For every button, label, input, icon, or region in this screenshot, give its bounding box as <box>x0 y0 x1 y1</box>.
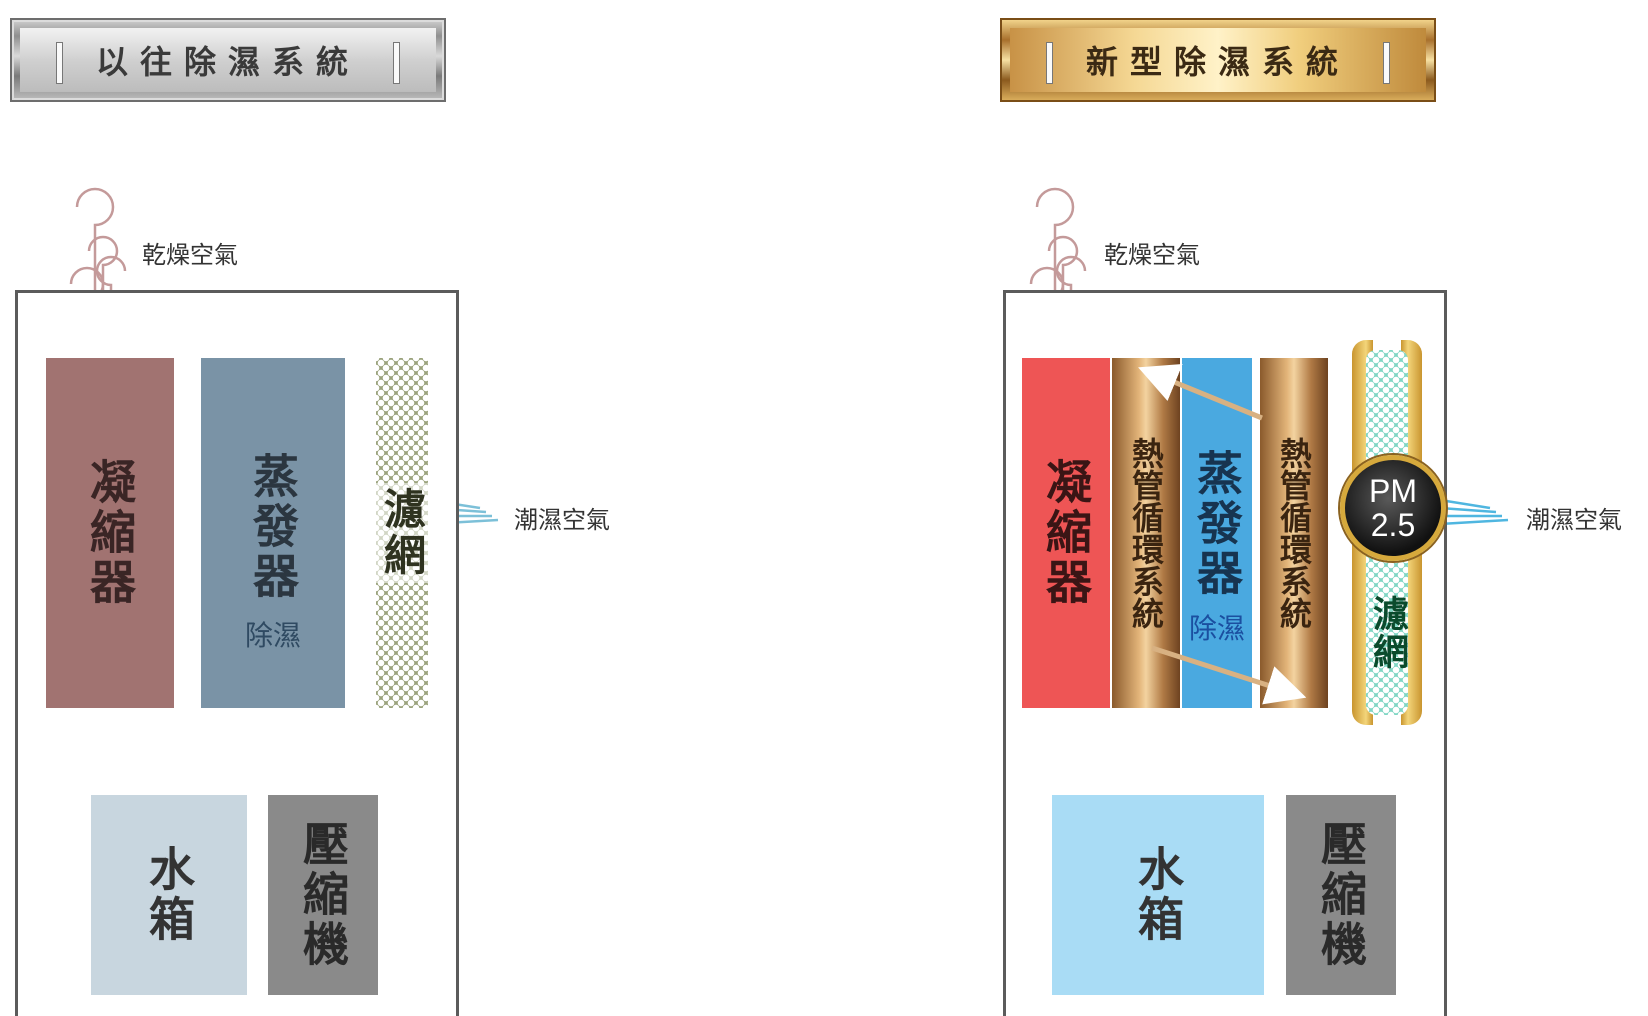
old-filter: 濾網 <box>371 358 433 708</box>
new-heat-pipe-left-label: 熱管循環系統 <box>1127 437 1165 629</box>
old-water-tank-label: 水箱 <box>142 845 196 945</box>
new-heat-pipe-right-label: 熱管循環系統 <box>1275 437 1313 629</box>
old-evaporator-label: 蒸發器 <box>246 452 300 602</box>
old-evaporator-sub-label: 除濕 <box>244 619 301 652</box>
new-evaporator-sub-label: 除濕 <box>1188 612 1245 645</box>
old-water-tank: 水箱 <box>91 795 247 995</box>
new-evaporator: 蒸發器 除濕 <box>1182 358 1252 708</box>
new-heat-flow-arrows <box>1138 363 1307 705</box>
banner-bar-left <box>56 42 63 84</box>
old-humid-air-label: 潮濕空氣 <box>514 506 610 534</box>
new-compressor-label: 壓縮機 <box>1314 820 1368 970</box>
new-condenser: 凝縮器 <box>1022 358 1110 708</box>
new-water-tank-label: 水箱 <box>1131 845 1185 945</box>
pm25-badge: PM 2.5 <box>1340 455 1446 561</box>
heat-flow-arrow-bottom <box>1151 645 1307 705</box>
old-evaporator: 蒸發器 除濕 <box>201 358 345 708</box>
old-condenser: 凝縮器 <box>46 358 174 708</box>
new-system-title: 新型除濕系統 <box>1085 43 1350 81</box>
pm25-badge-line1: PM <box>1369 473 1417 509</box>
new-dry-air-label: 乾燥空氣 <box>1104 241 1200 269</box>
banner-bar-right <box>393 42 400 84</box>
old-condenser-label: 凝縮器 <box>83 458 137 608</box>
new-evaporator-label: 蒸發器 <box>1190 449 1244 599</box>
new-filter-label: 濾網 <box>1367 594 1408 671</box>
new-dry-air-swirl-icon <box>1029 187 1087 350</box>
new-system-banner: 新型除濕系統 <box>1000 18 1436 102</box>
pm25-badge-line2: 2.5 <box>1370 507 1416 543</box>
old-compressor-label: 壓縮機 <box>296 820 350 970</box>
new-compressor: 壓縮機 <box>1286 795 1396 995</box>
banner-bar-left <box>1046 42 1053 84</box>
old-dry-air-label: 乾燥空氣 <box>142 241 238 269</box>
old-system-title: 以往除濕系統 <box>95 43 360 81</box>
old-compressor: 壓縮機 <box>268 795 378 995</box>
banner-bar-right <box>1383 42 1390 84</box>
old-system-banner: 以往除濕系統 <box>10 18 446 102</box>
new-humid-air-label: 潮濕空氣 <box>1526 506 1622 534</box>
new-heat-pipe-left: 熱管循環系統 <box>1112 358 1180 708</box>
new-condenser-label: 凝縮器 <box>1039 458 1093 608</box>
new-water-tank: 水箱 <box>1052 795 1264 995</box>
heat-flow-arrow-top <box>1138 363 1263 421</box>
old-filter-label: 濾網 <box>371 483 433 583</box>
new-heat-pipe-right: 熱管循環系統 <box>1260 358 1328 708</box>
